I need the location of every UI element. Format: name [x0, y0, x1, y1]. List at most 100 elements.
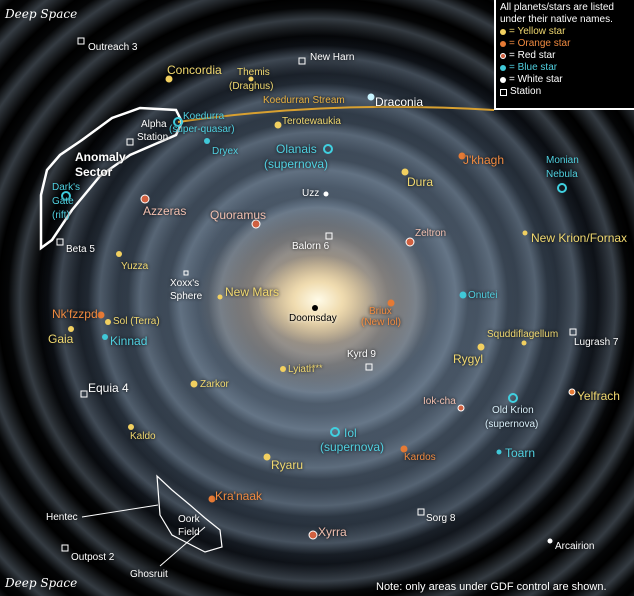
rygyl-label[interactable]: Rygyl: [453, 352, 484, 366]
outreach-3-label[interactable]: Outreach 3: [88, 42, 138, 53]
blue-star-icon[interactable]: [102, 334, 108, 340]
red-star-icon[interactable]: [251, 219, 261, 229]
concordia-label[interactable]: Concordia: [167, 63, 222, 77]
zeltron-label[interactable]: Zeltron: [415, 228, 447, 239]
kardos-label[interactable]: Kardos: [404, 452, 436, 463]
onutei-label[interactable]: Onutei: [468, 290, 498, 301]
station-icon[interactable]: [61, 544, 69, 552]
station-icon[interactable]: [569, 328, 577, 336]
red-star-icon[interactable]: [457, 404, 465, 412]
toarn-label[interactable]: Toarn: [505, 446, 536, 460]
blue-star-icon[interactable]: [459, 291, 467, 299]
station-icon[interactable]: [417, 508, 425, 516]
blue-star-icon[interactable]: [496, 449, 502, 455]
iol-label[interactable]: Iol: [344, 426, 357, 440]
yellow-star-icon[interactable]: [477, 343, 485, 351]
xyrra-label[interactable]: Xyrra: [318, 525, 347, 539]
quoramus-label[interactable]: Quoramus: [210, 208, 267, 222]
xoxx-sphere-label-2[interactable]: Sphere: [170, 291, 203, 302]
jkhagh-label[interactable]: J'khagh: [463, 153, 504, 167]
station-icon[interactable]: [183, 270, 189, 276]
monian-nebula-label-2[interactable]: Nebula: [546, 169, 578, 180]
yellow-star-icon[interactable]: [68, 326, 74, 332]
sol-label[interactable]: Sol (Terra): [113, 316, 160, 327]
terotewaukia-label[interactable]: Terotewaukia: [282, 116, 341, 127]
station-icon[interactable]: [56, 238, 64, 246]
arcairion-label[interactable]: Arcairion: [555, 541, 595, 552]
blue-star-icon[interactable]: [204, 138, 210, 144]
lyiath-label[interactable]: Lyiath: [288, 364, 315, 375]
yellow-star-icon[interactable]: [522, 230, 528, 236]
station-icon[interactable]: [325, 232, 333, 240]
blue-ring-icon[interactable]: [508, 393, 518, 403]
station-icon[interactable]: [365, 363, 373, 371]
old-krion-label-2[interactable]: (supernova): [485, 419, 539, 430]
white-star-icon[interactable]: [367, 93, 375, 101]
blue-ring-icon[interactable]: [323, 144, 333, 154]
black-hole-icon[interactable]: [312, 305, 318, 311]
kranaak-label[interactable]: Kra'naak: [215, 489, 262, 503]
blue-ring-icon[interactable]: [61, 191, 71, 201]
monian-nebula-label[interactable]: Monian: [546, 155, 579, 166]
yellow-star-icon[interactable]: [217, 294, 223, 300]
orange-star-icon[interactable]: [568, 388, 576, 396]
xoxx-sphere-label[interactable]: Xoxx's: [170, 278, 200, 289]
azzeras-label[interactable]: Azzeras: [143, 204, 187, 218]
iok-cha-label[interactable]: Iok-cha: [423, 396, 456, 407]
dura-label[interactable]: Dura: [407, 175, 434, 189]
station-icon[interactable]: [77, 37, 85, 45]
orange-star-icon[interactable]: [400, 445, 408, 453]
zarkor-label[interactable]: Zarkor: [200, 379, 229, 390]
kinnad-label[interactable]: Kinnad: [110, 334, 148, 348]
equia-4-label[interactable]: Equia 4: [88, 381, 129, 395]
orange-star-icon[interactable]: [208, 495, 216, 503]
doomsday-label[interactable]: Doomsday: [289, 313, 337, 324]
darks-gate-label-3[interactable]: (rift): [52, 210, 70, 221]
station-icon[interactable]: [298, 57, 306, 65]
sorg-8-label[interactable]: Sorg 8: [426, 513, 456, 524]
briux-label[interactable]: Briux: [369, 306, 392, 317]
outpost-2-label[interactable]: Outpost 2: [71, 552, 115, 563]
red-star-icon[interactable]: [405, 237, 415, 247]
squddiflagellum-label[interactable]: Squddiflagellum: [487, 329, 559, 340]
yellow-star-icon[interactable]: [274, 121, 282, 129]
yellow-star-icon[interactable]: [165, 75, 173, 83]
themis-label[interactable]: Themis: [237, 67, 270, 78]
lugrash-7-label[interactable]: Lugrash 7: [574, 337, 619, 348]
station-icon[interactable]: [80, 390, 88, 398]
yellow-star-icon[interactable]: [521, 340, 527, 346]
alpha-station-label[interactable]: Alpha: [141, 119, 167, 130]
blue-ring-icon[interactable]: [557, 183, 567, 193]
nkfzzpd-label[interactable]: Nk'fzzpd: [52, 307, 98, 321]
new-mars-label[interactable]: New Mars: [225, 285, 280, 299]
darks-gate-label[interactable]: Dark's: [52, 182, 81, 193]
gaia-label[interactable]: Gaia: [48, 332, 74, 346]
dryex-label[interactable]: Dryex: [212, 146, 239, 157]
olanais-label[interactable]: Olanais: [276, 142, 317, 156]
new-harn-label[interactable]: New Harn: [310, 52, 355, 63]
old-krion-label[interactable]: Old Krion: [492, 405, 534, 416]
orange-star-icon[interactable]: [97, 311, 105, 319]
new-krion-label[interactable]: New Krion/Fornax: [531, 231, 628, 245]
koedurra-label-2[interactable]: (super-quasar): [169, 124, 235, 135]
station-icon[interactable]: [126, 138, 134, 146]
alpha-station-label-2[interactable]: Station: [137, 132, 169, 143]
kaldo-label[interactable]: Kaldo: [130, 431, 156, 442]
orange-star-icon[interactable]: [458, 152, 466, 160]
blue-ring-icon[interactable]: [330, 427, 340, 437]
kyrd-9-label[interactable]: Kyrd 9: [347, 349, 376, 360]
koedurra-label[interactable]: Koedurra: [183, 111, 225, 122]
orange-star-icon[interactable]: [387, 299, 395, 307]
beta-5-label[interactable]: Beta 5: [66, 244, 95, 255]
white-star-icon[interactable]: [547, 538, 553, 544]
yellow-star-icon[interactable]: [116, 251, 122, 257]
olanais-label-2[interactable]: (supernova): [264, 157, 329, 171]
white-star-icon[interactable]: [323, 191, 329, 197]
balorn-6-label[interactable]: Balorn 6: [292, 241, 330, 252]
darks-gate-label-2[interactable]: Gate: [52, 196, 74, 207]
yellow-star-icon[interactable]: [280, 366, 286, 372]
iol-label-2[interactable]: (supernova): [320, 440, 385, 454]
yuzza-label[interactable]: Yuzza: [121, 261, 149, 272]
yellow-star-icon[interactable]: [248, 76, 254, 82]
yelfrach-label[interactable]: Yelfrach: [577, 389, 620, 403]
